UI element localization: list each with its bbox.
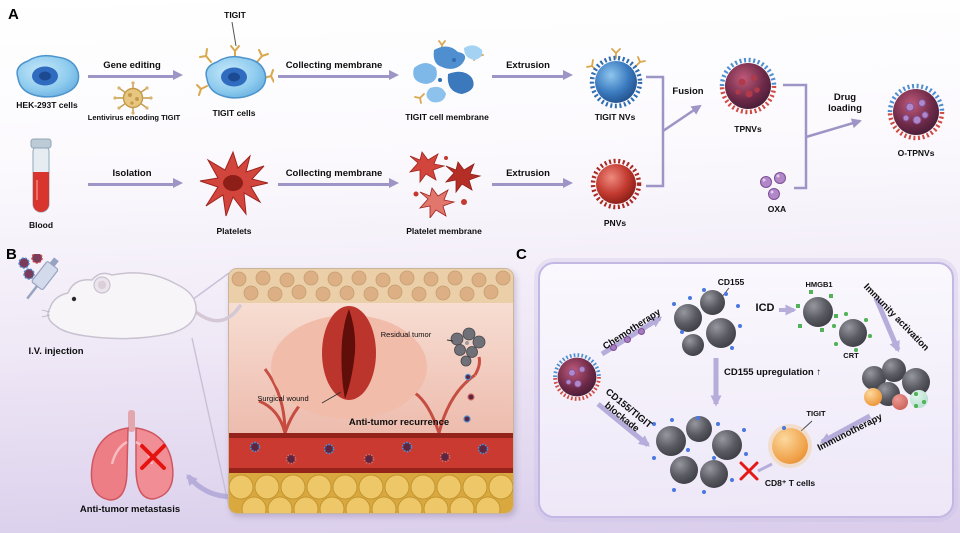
label-crt: CRT bbox=[843, 351, 859, 360]
crt-particle bbox=[832, 312, 874, 354]
label-tigit-cells: TIGIT cells bbox=[212, 108, 256, 118]
residual-tumor-icon bbox=[450, 327, 486, 367]
tcell-interaction-line bbox=[757, 462, 773, 473]
label-tigit-c: TIGIT bbox=[806, 409, 826, 418]
hek-293t-cell-icon bbox=[16, 54, 80, 98]
panel-a-label: A bbox=[8, 6, 19, 23]
blood-tube-icon bbox=[30, 138, 52, 213]
label-isolation: Isolation bbox=[112, 168, 152, 179]
label-tigit-nvs: TIGIT NVs bbox=[594, 112, 636, 122]
collecting-membrane-arrow-2 bbox=[278, 179, 399, 188]
panel-c-label: C bbox=[516, 246, 527, 263]
label-pnvs: PNVs bbox=[603, 218, 627, 228]
lentivirus-icon bbox=[113, 81, 153, 115]
drug-loading-arrow bbox=[805, 118, 862, 139]
hmgb1-particle bbox=[796, 290, 840, 334]
label-surgical-wound: Surgical wound bbox=[257, 394, 309, 403]
immunotherapy-arrow bbox=[819, 413, 872, 445]
tigit-cell-icon bbox=[196, 45, 274, 99]
label-extrusion-2: Extrusion bbox=[506, 168, 550, 179]
nvs-in-vessel bbox=[249, 441, 489, 465]
isolation-arrow bbox=[88, 179, 183, 188]
label-tpnvs: TPNVs bbox=[734, 124, 762, 134]
released-drug-dot bbox=[610, 344, 617, 351]
tigit-c-pointer-line bbox=[800, 420, 813, 432]
label-gene-editing: Gene editing bbox=[103, 60, 161, 71]
label-iv-injection: I.V. injection bbox=[28, 346, 84, 357]
lungs-icon bbox=[90, 410, 174, 501]
tigit-pointer-line bbox=[231, 21, 237, 47]
label-drug-loading: Drug loading bbox=[828, 92, 862, 115]
zoom-lines bbox=[191, 272, 230, 508]
skin-layers bbox=[229, 269, 513, 513]
extrusion-arrow-1 bbox=[492, 71, 573, 80]
metastasis-block-x-icon bbox=[140, 444, 166, 470]
label-hek-cells: HEK-293T cells bbox=[16, 100, 78, 110]
label-collecting-membrane-2: Collecting membrane bbox=[285, 168, 383, 179]
fusion-arrow bbox=[662, 104, 702, 133]
label-blood: Blood bbox=[28, 220, 54, 230]
label-platelet-membrane: Platelet membrane bbox=[406, 226, 482, 236]
label-icd: ICD bbox=[755, 302, 775, 314]
extrusion-arrow-2 bbox=[492, 179, 573, 188]
blockade-arrow bbox=[596, 402, 650, 447]
platelet-icon bbox=[199, 150, 268, 217]
mouse-icon bbox=[41, 272, 242, 340]
label-fusion: Fusion bbox=[672, 86, 704, 97]
label-oxa: OXA bbox=[767, 204, 787, 214]
label-lentivirus: Lentivirus encoding TIGIT bbox=[87, 113, 181, 122]
pnvs-icon bbox=[590, 158, 642, 210]
gene-editing-arrow bbox=[88, 71, 183, 80]
label-cd155-upregulation: CD155 upregulation ↑ bbox=[724, 367, 822, 378]
syringe-icon bbox=[18, 254, 59, 300]
label-o-tpnvs: O-TPNVs bbox=[897, 148, 935, 158]
label-cd8-t-cells: CD8⁺ T cells bbox=[764, 478, 816, 488]
tpnvs-icon bbox=[719, 57, 777, 115]
label-extrusion-1: Extrusion bbox=[506, 60, 550, 71]
platelet-membrane-icon bbox=[408, 151, 482, 218]
panel-b-label: B bbox=[6, 246, 17, 263]
tigit-nvs-icon bbox=[586, 48, 646, 109]
activated-immune-cell-cluster bbox=[862, 358, 934, 414]
label-residual-tumor: Residual tumor bbox=[380, 330, 432, 339]
label-anti-tumor-metastasis: Anti-tumor metastasis bbox=[79, 504, 181, 515]
tigit-cell-membrane-icon bbox=[413, 40, 484, 104]
label-anti-tumor-recurrence: Anti-tumor recurrence bbox=[348, 417, 450, 428]
label-collecting-membrane-1: Collecting membrane bbox=[285, 60, 383, 71]
collecting-membrane-arrow-1 bbox=[278, 71, 399, 80]
cd155-upregulated-cells bbox=[652, 416, 750, 494]
o-tpnvs-icon bbox=[887, 83, 945, 141]
immunity-activation-arrow bbox=[873, 297, 901, 353]
oxa-icon bbox=[760, 172, 786, 200]
label-tigit-tag: TIGIT bbox=[224, 10, 246, 20]
block-x-icon bbox=[739, 461, 759, 481]
cd8-t-cell bbox=[770, 426, 810, 466]
o-tpnv-c-icon bbox=[553, 353, 601, 401]
label-platelets: Platelets bbox=[216, 226, 252, 236]
released-drug-dot bbox=[638, 328, 645, 335]
label-hmgb1: HMGB1 bbox=[805, 280, 833, 289]
released-drug-dot bbox=[624, 336, 631, 343]
drug-loading-bracket bbox=[783, 83, 808, 190]
label-tigit-cell-membrane: TIGIT cell membrane bbox=[405, 112, 489, 122]
fusion-bracket bbox=[646, 75, 665, 188]
label-cd155: CD155 bbox=[717, 277, 745, 287]
cd155-tumor-cells bbox=[672, 288, 756, 362]
skin-cross-section-panel: Surgical wound Residual tumor Anti-tumor… bbox=[228, 268, 514, 514]
